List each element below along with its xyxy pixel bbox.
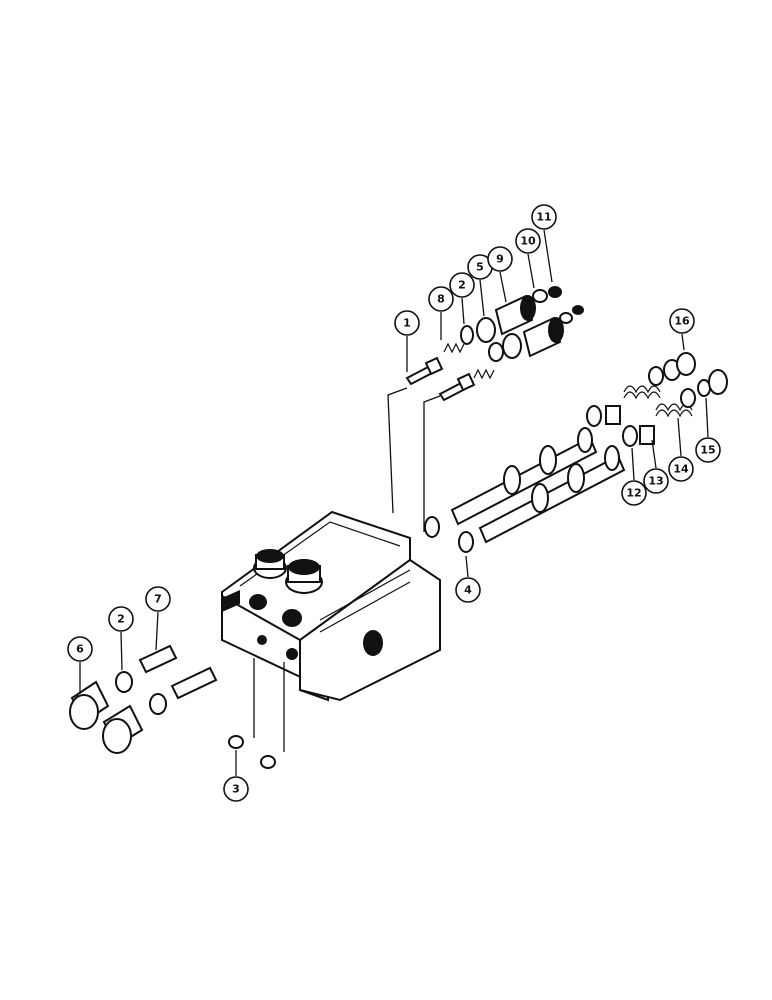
callout-label-1: 1 — [403, 317, 411, 330]
callout-label-3: 3 — [232, 783, 240, 796]
callout-7: 7 — [145, 586, 171, 612]
callout-label-13: 13 — [648, 475, 663, 488]
seal-washer — [458, 531, 474, 553]
callout-11: 11 — [531, 204, 557, 230]
valve-spools — [450, 427, 626, 544]
callout-13: 13 — [643, 468, 669, 494]
detent-pin-parts — [405, 342, 495, 402]
callout-1: 1 — [394, 310, 420, 336]
callout-2b: 2 — [108, 606, 134, 632]
callout-label-7: 7 — [154, 593, 162, 606]
callout-2a: 2 — [449, 272, 475, 298]
callout-9: 9 — [487, 246, 513, 272]
callout-6: 6 — [67, 636, 93, 662]
callout-label-8: 8 — [437, 293, 445, 306]
callout-10: 10 — [515, 228, 541, 254]
o-ring — [228, 735, 244, 749]
callout-label-9: 9 — [496, 253, 504, 266]
callout-label-12: 12 — [626, 487, 641, 500]
callout-16: 16 — [669, 308, 695, 334]
callout-12: 12 — [621, 480, 647, 506]
left-plug-parts — [69, 644, 218, 754]
callout-15: 15 — [695, 437, 721, 463]
callout-14: 14 — [668, 456, 694, 482]
callout-label-11: 11 — [536, 211, 551, 224]
callout-label-2b: 2 — [117, 613, 125, 626]
seal-washer — [424, 516, 440, 538]
upper-plug-parts — [460, 286, 584, 362]
callout-label-4: 4 — [464, 584, 472, 597]
spool-end-parts — [586, 352, 728, 447]
callout-label-16: 16 — [674, 315, 690, 328]
o-ring — [260, 755, 276, 769]
callout-4: 4 — [455, 577, 481, 603]
callout-label-5: 5 — [476, 261, 484, 274]
callout-label-15: 15 — [700, 444, 715, 457]
callout-leaders — [79, 229, 709, 776]
valve-body — [221, 510, 441, 702]
callout-label-6: 6 — [76, 643, 84, 656]
callout-label-2a: 2 — [458, 279, 466, 292]
callout-label-14: 14 — [673, 463, 689, 476]
callout-label-10: 10 — [520, 235, 536, 248]
callout-3: 3 — [223, 776, 249, 802]
callout-8: 8 — [428, 286, 454, 312]
